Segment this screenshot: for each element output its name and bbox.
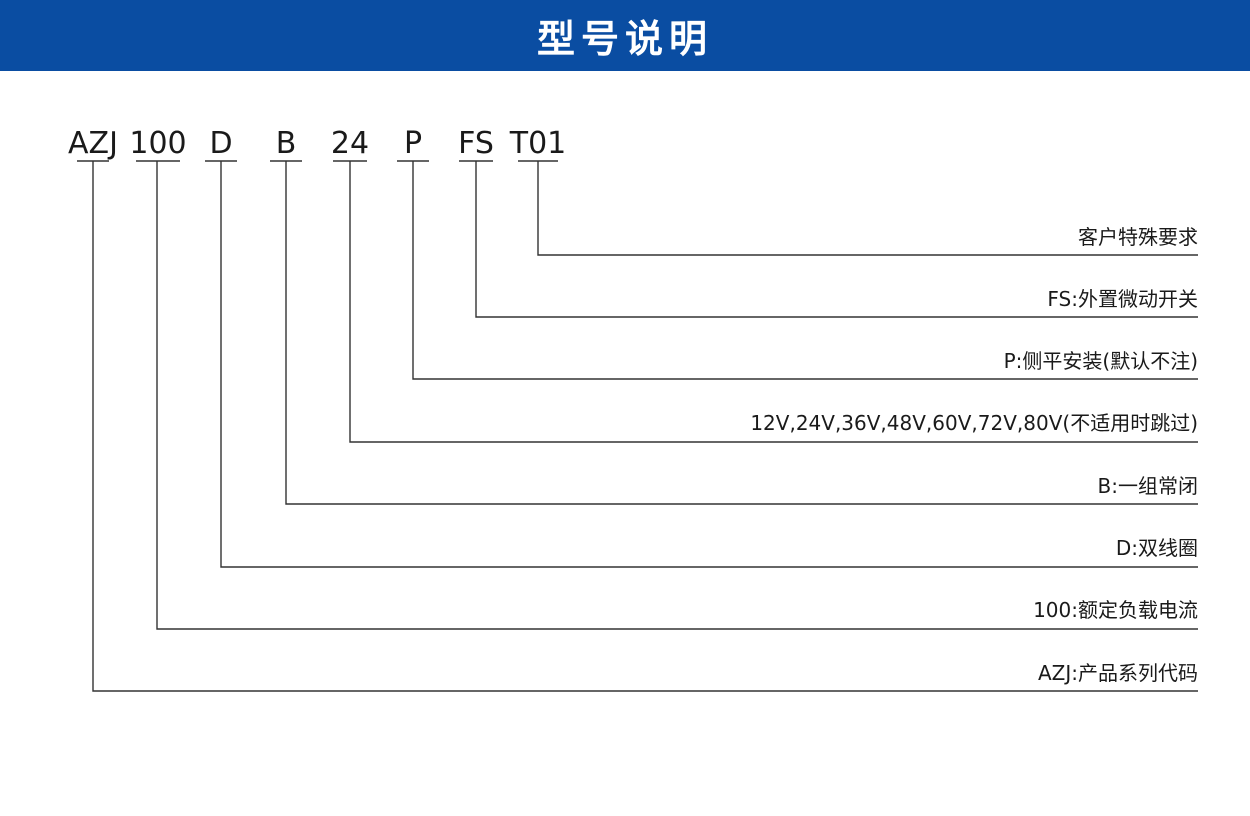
segment-code-100: 100 — [129, 126, 187, 161]
desc-24: 12V,24V,36V,48V,60V,72V,80V(不适用时跳过) — [750, 411, 1198, 435]
segment-code-24: 24 — [330, 126, 370, 161]
leader-t01 — [537, 161, 1198, 256]
segment-code-t01: T01 — [509, 126, 567, 161]
segment-code-p: P — [403, 126, 423, 161]
desc-t01: 客户特殊要求 — [1078, 225, 1198, 249]
leader-24 — [349, 161, 1198, 443]
leader-p — [412, 161, 1198, 380]
segment-code-fs: FS — [458, 126, 494, 161]
leader-azj — [92, 161, 1198, 692]
segment-code-d: D — [209, 126, 233, 161]
leader-fs — [475, 161, 1198, 318]
segment-code-b: B — [275, 126, 297, 161]
leader-100 — [156, 161, 1198, 630]
desc-fs: FS:外置微动开关 — [1047, 287, 1198, 311]
desc-p: P:侧平安装(默认不注) — [1003, 349, 1198, 373]
desc-d: D:双线圈 — [1115, 536, 1198, 560]
desc-100: 100:额定负载电流 — [1033, 598, 1198, 622]
desc-azj: AZJ:产品系列代码 — [1037, 661, 1198, 685]
page-title: 型号说明 — [536, 17, 713, 61]
header-banner: 型号说明 — [0, 0, 1250, 71]
desc-b: B:一组常闭 — [1097, 474, 1198, 498]
leader-d — [220, 161, 1198, 568]
segment-code-azj: AZJ — [68, 126, 118, 161]
leader-b — [285, 161, 1198, 505]
